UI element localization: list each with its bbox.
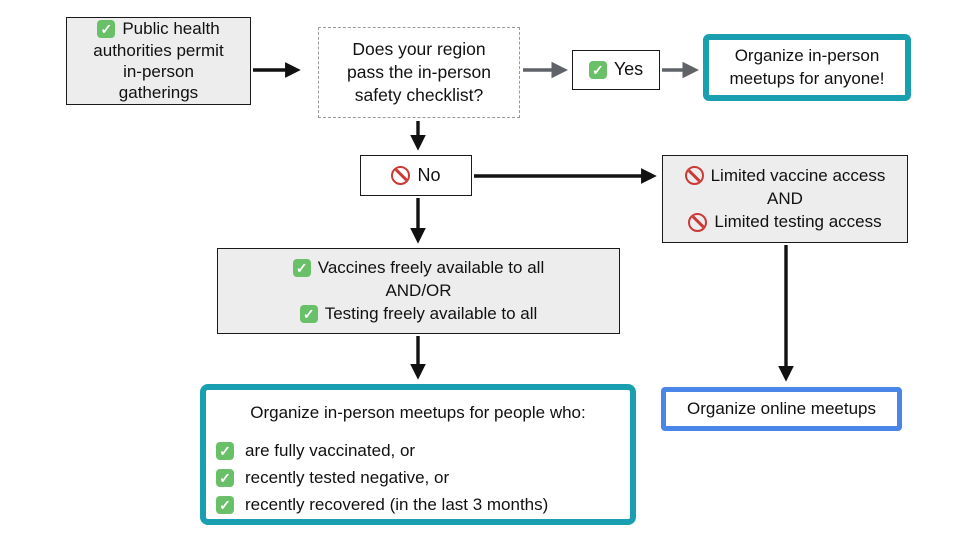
list-item: recently recovered (in the last 3 months…	[216, 494, 630, 516]
prohibit-icon	[684, 166, 704, 186]
node-no: No	[360, 155, 472, 196]
no-label: No	[417, 164, 441, 185]
question-line-1: Does your region	[352, 39, 486, 60]
limited-testing-text: Limited testing access	[714, 212, 882, 232]
node-limited-access: Limited vaccine access AND Limited testi…	[662, 155, 908, 243]
permit-line-4: gatherings	[118, 83, 199, 103]
node-safety-question: Does your region pass the in-person safe…	[318, 27, 520, 118]
permit-line-2: authorities permit	[93, 40, 224, 60]
available-testing-text: Testing freely available to all	[324, 304, 538, 324]
limited-line-3: Limited testing access	[688, 211, 882, 233]
yes-label: Yes	[613, 59, 644, 80]
yes-row: Yes	[588, 58, 644, 81]
check-icon	[216, 496, 234, 515]
check-icon	[588, 60, 607, 79]
check-icon	[299, 305, 318, 324]
check-icon	[292, 258, 311, 277]
people-item-text: recently tested negative, or	[245, 468, 450, 488]
anyone-line-2: meetups for anyone!	[729, 68, 885, 88]
people-box-items: are fully vaccinated, or recently tested…	[206, 440, 630, 516]
question-line-2: pass the in-person	[347, 62, 491, 83]
no-row: No	[391, 164, 441, 187]
people-item-text: are fully vaccinated, or	[245, 441, 416, 461]
node-meetups-conditional: Organize in-person meetups for people wh…	[200, 384, 636, 525]
check-icon	[216, 442, 234, 461]
available-line-1: Vaccines freely available to all	[292, 257, 545, 279]
node-permit-gatherings: Public health authorities permit in-pers…	[66, 17, 251, 105]
node-freely-available: Vaccines freely available to all AND/OR …	[217, 248, 620, 334]
node-meetups-anyone: Organize in-person meetups for anyone!	[703, 34, 911, 101]
available-line-3: Testing freely available to all	[299, 303, 538, 325]
limited-and-text: AND	[767, 188, 803, 208]
permit-line-3: in-person	[123, 62, 194, 81]
list-item: recently tested negative, or	[216, 467, 630, 489]
permit-line-1: Public health	[97, 18, 220, 39]
list-item: are fully vaccinated, or	[216, 440, 630, 462]
prohibit-icon	[688, 212, 708, 232]
check-icon	[97, 19, 116, 38]
available-andor-text: AND/OR	[385, 280, 452, 300]
online-label: Organize online meetups	[686, 398, 876, 418]
node-yes: Yes	[572, 50, 660, 90]
available-vaccines-text: Vaccines freely available to all	[317, 257, 545, 277]
people-box-title: Organize in-person meetups for people wh…	[250, 403, 586, 422]
limited-line-1: Limited vaccine access	[684, 165, 886, 187]
limited-vaccine-text: Limited vaccine access	[710, 165, 886, 185]
question-line-3: safety checklist?	[354, 84, 484, 105]
prohibit-icon	[391, 165, 411, 185]
anyone-line-1: Organize in-person	[734, 46, 880, 66]
node-online-meetups: Organize online meetups	[661, 387, 902, 431]
check-icon	[216, 469, 234, 488]
people-item-text: recently recovered (in the last 3 months…	[245, 495, 549, 515]
permit-text: Public health	[122, 19, 220, 39]
